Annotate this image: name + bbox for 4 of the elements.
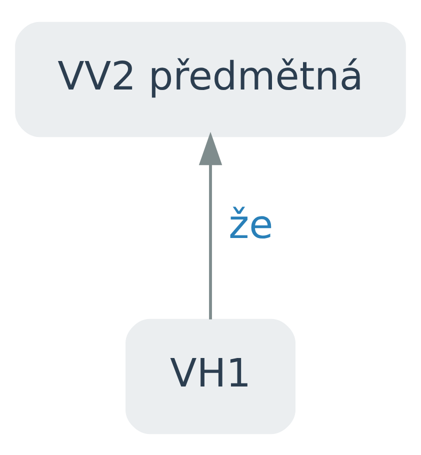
node-box: VV2 předmětná — [15, 21, 406, 137]
edge-label: že — [228, 202, 274, 248]
arrow — [198, 131, 222, 319]
node-box: VH1 — [126, 318, 296, 434]
